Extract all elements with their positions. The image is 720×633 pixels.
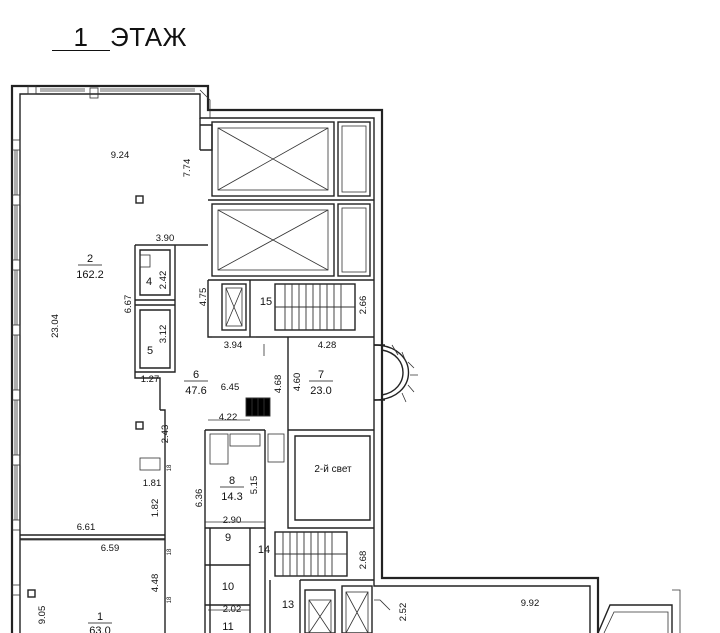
room-2-number: 2 xyxy=(87,253,93,265)
dim-label: 2.43 xyxy=(160,425,171,444)
room-1-number: 1 xyxy=(97,611,103,623)
room-8-number: 8 xyxy=(229,475,235,487)
dim-label: 4.48 xyxy=(150,574,161,593)
room-6-area: 47.6 xyxy=(185,385,206,397)
dim-label: 9.05 xyxy=(37,606,48,625)
small-mark: 18 xyxy=(167,548,173,555)
dim-label: 4.75 xyxy=(198,288,209,307)
dim-label: 6.61 xyxy=(77,522,96,533)
structural-columns xyxy=(27,195,144,598)
dim-label: 1.27 xyxy=(141,374,160,385)
room-13-number: 13 xyxy=(282,599,294,611)
room-labels: 2 162.2 6 47.6 7 23.0 8 14.3 1 63.0 4 5 … xyxy=(76,253,352,633)
room-8-area: 14.3 xyxy=(221,491,242,503)
dim-label: 6.67 xyxy=(123,295,134,314)
dim-label: 3.12 xyxy=(158,325,169,344)
dim-label: 5.15 xyxy=(249,476,260,495)
bay-window xyxy=(373,344,418,403)
room-1-area: 63.0 xyxy=(89,625,110,633)
dim-label: 4.28 xyxy=(318,340,337,351)
dim-label: 4.22 xyxy=(219,412,238,423)
dimension-lines xyxy=(20,244,265,611)
small-mark: 18 xyxy=(167,464,173,471)
dim-label: 2.90 xyxy=(223,515,242,526)
dim-label: 1.81 xyxy=(143,478,162,489)
dim-label: 4.60 xyxy=(292,373,303,392)
dim-label: 2.66 xyxy=(358,296,369,315)
staircase-15 xyxy=(274,283,356,331)
dim-label: 3.94 xyxy=(224,340,243,351)
exterior-walls xyxy=(10,84,600,633)
dim-label: 2.42 xyxy=(158,271,169,290)
dim-label: 7.74 xyxy=(182,159,193,178)
dim-label: 9.24 xyxy=(111,150,130,161)
dimension-labels: 9.24 7.74 3.90 2.42 6.67 3.12 23.04 4.75… xyxy=(37,150,539,624)
southeast-wing xyxy=(374,589,681,633)
dim-label: 23.04 xyxy=(50,314,61,338)
dim-label: 6.36 xyxy=(194,489,205,508)
staircase-14 xyxy=(274,531,348,577)
elevator-bottom xyxy=(304,585,373,633)
dim-label: 9.92 xyxy=(521,598,540,609)
room-6-number: 6 xyxy=(193,369,199,381)
dim-label: 3.90 xyxy=(156,233,175,244)
floor-number: 1 xyxy=(52,24,110,51)
room-5-number: 5 xyxy=(147,345,153,357)
wc-fixtures xyxy=(139,254,285,471)
dim-label: 6.59 xyxy=(101,543,120,554)
room-7-number: 7 xyxy=(318,369,324,381)
second-light-label: 2-й свет xyxy=(314,464,352,475)
small-mark: 18 xyxy=(167,596,173,603)
elevator-shaft-2 xyxy=(211,203,371,277)
dim-label: 6.45 xyxy=(221,382,240,393)
room-10-number: 10 xyxy=(222,581,234,593)
dim-label: 4.68 xyxy=(273,375,284,394)
dim-label: 1.82 xyxy=(150,499,161,518)
room-11-number: 11 xyxy=(222,621,233,633)
small-marks: 18 18 18 xyxy=(167,464,173,603)
room-7-area: 23.0 xyxy=(310,385,331,397)
elevator-small xyxy=(221,283,247,331)
floor-label: ЭТАЖ xyxy=(110,22,188,52)
dim-label: 2.52 xyxy=(398,603,409,622)
interior-walls xyxy=(20,118,385,633)
room-15-number: 15 xyxy=(260,296,272,308)
room-4-number: 4 xyxy=(146,276,152,288)
dim-label: 2.68 xyxy=(358,551,369,570)
staircase-small xyxy=(245,397,271,417)
elevator-shaft-1 xyxy=(211,121,371,197)
room-2-area: 162.2 xyxy=(76,269,104,281)
dim-label: 2.02 xyxy=(223,604,242,615)
room-14-number: 14 xyxy=(258,544,270,556)
room-9-number: 9 xyxy=(225,532,231,544)
